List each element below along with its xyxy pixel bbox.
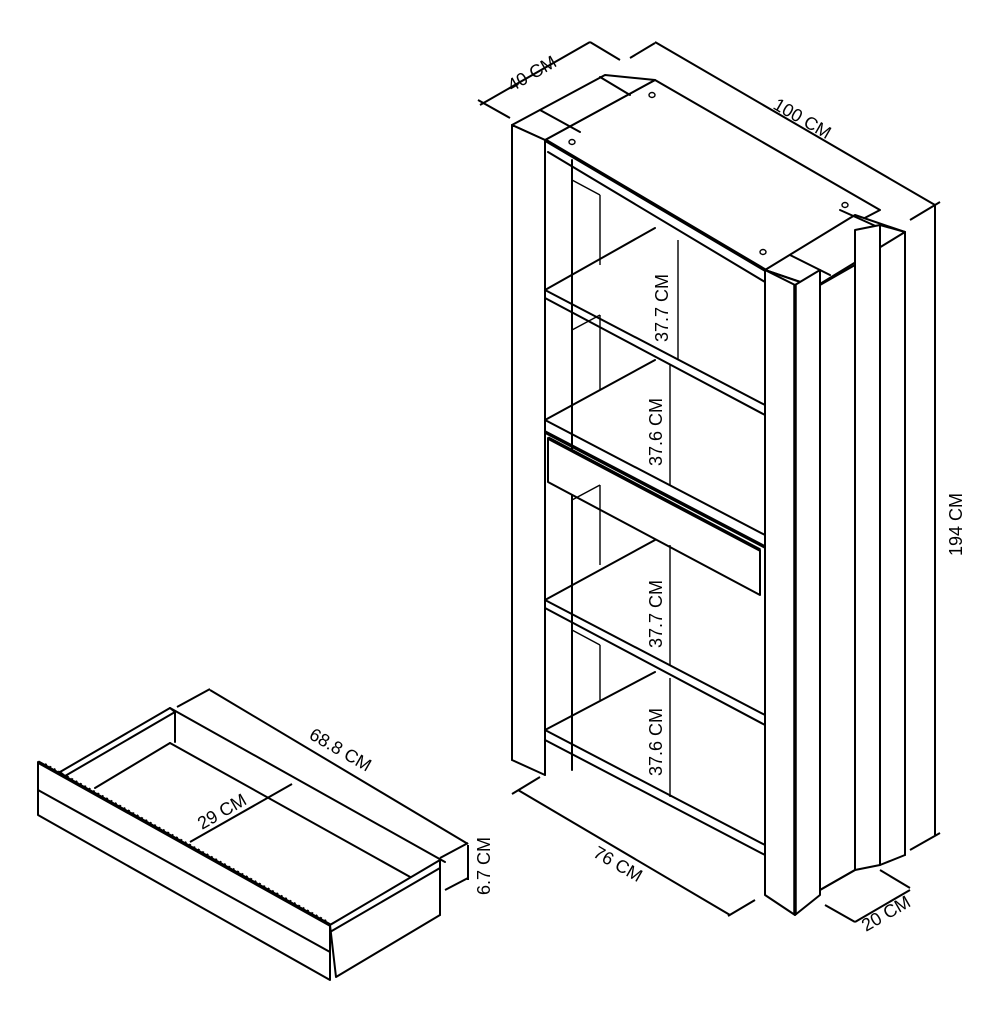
height-label: 194 CM [946, 493, 966, 556]
depth-label: 40 CM [504, 52, 560, 96]
drawer-drawing [37, 707, 446, 981]
drawer-height-label: 6.7 CM [474, 837, 494, 895]
drawer-width-label: 29 CM [194, 790, 250, 834]
shelf-gap-4-label: 37.6 CM [646, 708, 666, 776]
width-label: 100 CM [770, 94, 835, 143]
bookcase-drawing [511, 74, 906, 916]
leg-depth-label: 20 CM [858, 892, 914, 936]
shelf-gap-2-label: 37.6 CM [646, 398, 666, 466]
shelf-gap-3-label: 37.7 CM [646, 580, 666, 648]
shelf-gap-1-label: 37.7 CM [652, 274, 672, 342]
